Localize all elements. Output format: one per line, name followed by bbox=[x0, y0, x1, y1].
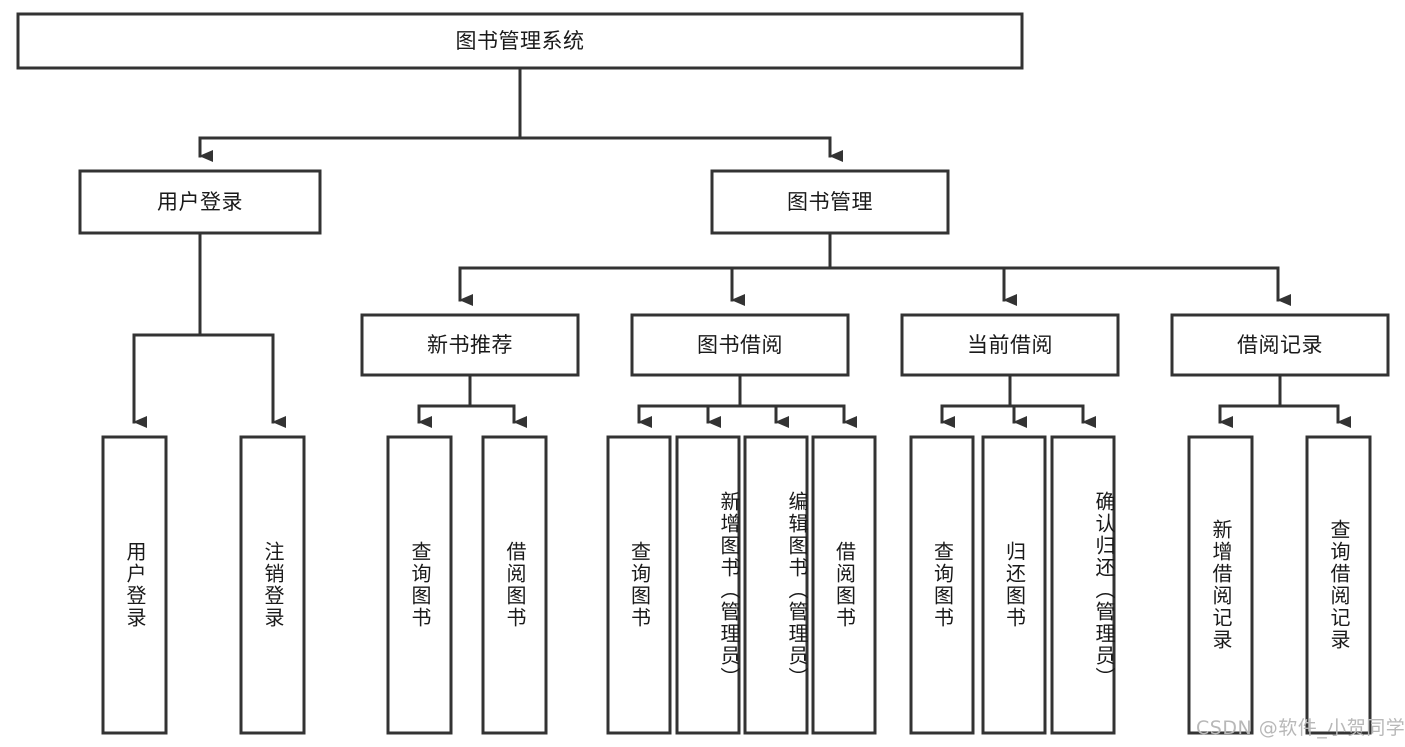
leaf-box-user-login[interactable] bbox=[101, 435, 168, 735]
node-box-user-login[interactable] bbox=[78, 169, 322, 235]
node-box-root[interactable] bbox=[16, 12, 1024, 70]
node-box-current-borrow[interactable] bbox=[900, 313, 1120, 377]
leaf-box-edit-book[interactable] bbox=[743, 435, 809, 735]
leaf-box-query-book-3[interactable] bbox=[909, 435, 975, 735]
leaf-box-return-book[interactable] bbox=[981, 435, 1047, 735]
node-box-book-management[interactable] bbox=[710, 169, 950, 235]
leaf-box-query-book-1[interactable] bbox=[386, 435, 453, 735]
leaf-box-query-record[interactable] bbox=[1305, 435, 1372, 735]
node-box-book-borrow[interactable] bbox=[630, 313, 850, 377]
leaf-box-borrow-book-1[interactable] bbox=[481, 435, 548, 735]
node-box-borrow-record[interactable] bbox=[1170, 313, 1390, 377]
leaf-box-query-book-2[interactable] bbox=[606, 435, 672, 735]
leaf-box-borrow-book-2[interactable] bbox=[811, 435, 877, 735]
leaf-box-add-record[interactable] bbox=[1187, 435, 1254, 735]
csdn-watermark: CSDN @软件_小贺同学 bbox=[1196, 717, 1405, 739]
leaf-box-user-logout[interactable] bbox=[239, 435, 306, 735]
node-box-new-book-recommend[interactable] bbox=[360, 313, 580, 377]
leaf-box-add-book[interactable] bbox=[675, 435, 741, 735]
leaf-box-confirm-return[interactable] bbox=[1050, 435, 1116, 735]
